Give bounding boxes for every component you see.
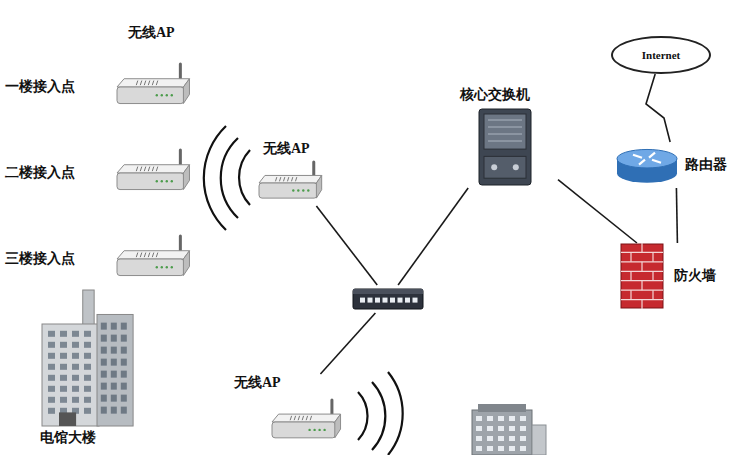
device-label: 无线AP <box>128 24 175 42</box>
device-label: 防火墙 <box>674 267 716 285</box>
window <box>520 436 526 441</box>
window <box>487 416 493 421</box>
window <box>520 446 526 451</box>
ap-device: 二楼接入点 <box>3 148 193 198</box>
device-label: 一楼接入点 <box>5 78 75 96</box>
ap-device: 无线AP <box>232 374 344 446</box>
window <box>487 426 493 431</box>
ap-device: 无线AP <box>255 140 327 206</box>
device-label: 无线AP <box>234 374 281 392</box>
router-icon <box>615 144 679 186</box>
network-link <box>320 313 375 374</box>
network-link <box>398 188 468 285</box>
wave-arc <box>239 150 250 205</box>
firewall-device: 防火墙 <box>620 243 736 309</box>
ap-icon <box>270 400 342 444</box>
window <box>476 416 482 421</box>
window <box>498 416 504 421</box>
window <box>509 436 515 441</box>
wave-arc <box>204 126 226 230</box>
core-icon <box>478 108 532 186</box>
ap-device: 三楼接入点 <box>3 234 193 284</box>
window <box>520 416 526 421</box>
wave-arc <box>388 372 403 455</box>
access-switch <box>352 285 424 313</box>
building-icon: 电馆大楼 <box>32 290 142 450</box>
wave-arc <box>358 392 368 440</box>
network-link <box>316 206 377 285</box>
window <box>498 436 504 441</box>
device-label: Internet <box>642 46 681 64</box>
wave-arc <box>372 382 385 450</box>
bldg-icon <box>40 290 135 426</box>
ap-device: 一楼接入点 <box>3 62 193 112</box>
window <box>476 426 482 431</box>
ap-icon <box>115 236 191 282</box>
ap-icon <box>257 162 323 204</box>
device-label: 核心交换机 <box>460 86 530 104</box>
window <box>476 446 482 451</box>
office-building <box>472 404 546 455</box>
core-switch: 核心交换机 <box>452 86 558 188</box>
window <box>476 436 482 441</box>
window <box>520 426 526 431</box>
internet-cloud: Internet <box>611 36 711 74</box>
device-label: 三楼接入点 <box>5 250 75 268</box>
device-label: 路由器 <box>685 156 727 174</box>
window <box>498 426 504 431</box>
network-link <box>646 74 670 142</box>
window <box>487 446 493 451</box>
device-label: 无线AP <box>263 140 310 158</box>
fw-icon <box>620 243 664 309</box>
window <box>509 446 515 451</box>
network-link <box>558 180 637 243</box>
switch-icon <box>352 285 424 313</box>
window <box>509 416 515 421</box>
ap-icon <box>115 64 191 110</box>
router-device: 路由器 <box>615 142 737 188</box>
network-link <box>676 188 679 243</box>
window <box>487 436 493 441</box>
wave-arc <box>221 138 238 218</box>
window <box>509 426 515 431</box>
device-label: 二楼接入点 <box>5 164 75 182</box>
ap-icon <box>115 150 191 196</box>
window <box>498 446 504 451</box>
device-label: 电馆大楼 <box>40 429 96 447</box>
